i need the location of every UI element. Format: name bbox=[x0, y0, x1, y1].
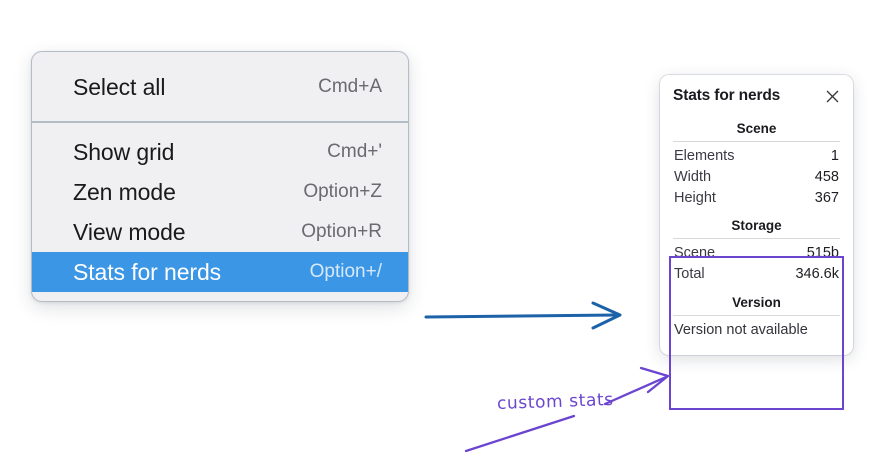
section-heading: Scene bbox=[736, 121, 777, 136]
stat-key: Elements bbox=[674, 147, 735, 164]
stat-value: 367 bbox=[814, 189, 839, 206]
stats-section-version: Version Version not available bbox=[673, 293, 840, 341]
stat-row: Scene 515b bbox=[673, 242, 840, 263]
stats-for-nerds-panel: Stats for nerds Scene Elements 1 Width 4… bbox=[660, 75, 853, 355]
callout-underline-icon bbox=[464, 414, 576, 453]
menu-separator bbox=[32, 121, 408, 123]
stat-key: Width bbox=[674, 168, 712, 185]
stat-key: Scene bbox=[674, 244, 716, 261]
section-divider bbox=[673, 141, 840, 142]
menu-item-stats-for-nerds[interactable]: Stats for nerds Option+/ bbox=[32, 252, 408, 292]
context-menu: Select all Cmd+A Show grid Cmd+' Zen mod… bbox=[31, 51, 409, 302]
menu-item-shortcut: Cmd+' bbox=[327, 141, 382, 162]
stats-section-storage: Storage Scene 515b Total 346.6k bbox=[673, 216, 840, 284]
stat-value: 515b bbox=[806, 244, 839, 261]
stats-section-scene: Scene Elements 1 Width 458 Height 367 bbox=[673, 119, 840, 208]
menu-group-view: Show grid Cmd+' Zen mode Option+Z View m… bbox=[32, 123, 408, 292]
menu-item-shortcut: Cmd+A bbox=[318, 76, 382, 97]
stat-row: Elements 1 bbox=[673, 145, 840, 166]
menu-item-shortcut: Option+/ bbox=[309, 261, 382, 282]
stat-value: 1 bbox=[830, 147, 839, 164]
section-divider bbox=[673, 238, 840, 239]
menu-item-label: Select all bbox=[73, 73, 166, 100]
stat-key: Height bbox=[674, 189, 716, 206]
annotation-label: custom stats bbox=[496, 389, 614, 415]
menu-group-primary: Select all Cmd+A bbox=[32, 60, 408, 114]
stat-value: 458 bbox=[814, 168, 839, 185]
version-note: Version not available bbox=[674, 322, 808, 338]
stat-row: Total 346.6k bbox=[673, 263, 840, 284]
section-heading: Storage bbox=[731, 218, 782, 233]
menu-item-label: Show grid bbox=[73, 138, 175, 165]
stats-panel-header: Stats for nerds bbox=[673, 87, 840, 105]
menu-item-select-all[interactable]: Select all Cmd+A bbox=[32, 67, 408, 107]
menu-item-shortcut: Option+R bbox=[301, 221, 382, 242]
section-divider bbox=[673, 315, 840, 316]
callout-arrow-icon bbox=[603, 366, 670, 406]
stat-key: Total bbox=[674, 265, 705, 282]
flow-arrow-icon bbox=[424, 301, 622, 330]
menu-item-label: Stats for nerds bbox=[73, 258, 222, 285]
menu-item-label: Zen mode bbox=[73, 178, 176, 205]
menu-item-shortcut: Option+Z bbox=[303, 181, 382, 202]
stats-panel-title: Stats for nerds bbox=[673, 87, 781, 104]
menu-item-view-mode[interactable]: View mode Option+R bbox=[32, 212, 408, 252]
section-heading: Version bbox=[732, 295, 781, 310]
menu-item-zen-mode[interactable]: Zen mode Option+Z bbox=[32, 172, 408, 212]
menu-item-show-grid[interactable]: Show grid Cmd+' bbox=[32, 132, 408, 172]
close-icon[interactable] bbox=[824, 88, 840, 104]
stat-row: Height 367 bbox=[673, 187, 840, 208]
stat-row: Width 458 bbox=[673, 166, 840, 187]
menu-item-label: View mode bbox=[73, 218, 186, 245]
stat-value: 346.6k bbox=[795, 265, 839, 282]
